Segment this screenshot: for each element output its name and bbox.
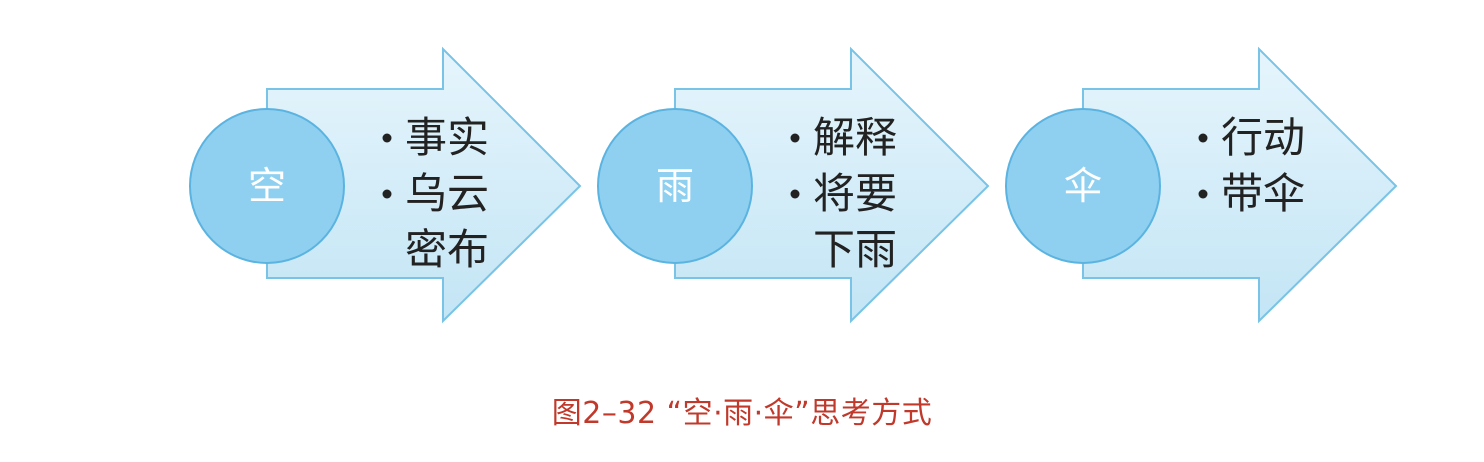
bullet-text: 行动 <box>1221 113 1305 162</box>
step-circle <box>189 108 345 264</box>
step-circle <box>1005 108 1161 264</box>
bullet-text: 密布 <box>405 225 489 274</box>
arrow-shape <box>1082 46 1398 324</box>
bullet-dot <box>790 189 800 199</box>
arrow-shape <box>674 46 990 324</box>
circle-label: 雨 <box>656 164 694 208</box>
bullet-dot <box>1198 133 1208 143</box>
bullet-dot <box>382 133 392 143</box>
bullet-text: 下雨 <box>813 225 897 274</box>
circle-label: 空 <box>248 164 286 208</box>
bullet-text: 事实 <box>405 113 489 162</box>
bullet-text: 解释 <box>813 113 897 162</box>
figure-caption: 图2–32 “空·雨·伞”思考方式 <box>551 396 933 431</box>
bullet-text: 带伞 <box>1221 169 1305 218</box>
circle-label: 伞 <box>1064 164 1102 208</box>
arrow-shape <box>266 46 582 324</box>
bullet-text: 乌云 <box>405 169 489 218</box>
bullet-dot <box>382 189 392 199</box>
bullet-dot <box>790 133 800 143</box>
step-circle <box>597 108 753 264</box>
bullet-dot <box>1198 189 1208 199</box>
bullet-text: 将要 <box>813 169 897 218</box>
